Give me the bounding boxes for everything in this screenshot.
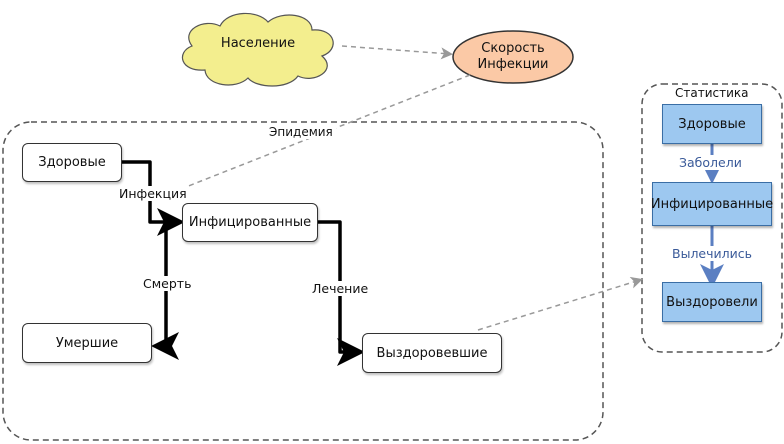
epidemic-title: Эпидемия <box>266 125 336 139</box>
epidemic-group <box>2 121 604 441</box>
recovered-node[interactable]: Выздоровевшие <box>362 333 502 373</box>
stats-infected-node[interactable]: Инфицированные <box>651 182 773 226</box>
infected-node[interactable]: Инфицированные <box>182 203 318 242</box>
recovered-edge-label: Вылечились <box>670 246 754 261</box>
death-flow <box>151 224 179 360</box>
statistics-group <box>641 83 783 353</box>
population-label: Население <box>220 36 296 51</box>
population-cloud <box>181 12 334 87</box>
sick-edge-label: Заболели <box>677 155 744 170</box>
infection-rate-ellipse <box>452 30 574 84</box>
population-to-rate-link <box>341 45 453 60</box>
stats-healthy-node[interactable]: Здоровые <box>662 104 762 144</box>
rate-to-infection-link <box>155 74 471 201</box>
death-edge-label: Смерть <box>141 276 194 291</box>
healthy-node[interactable]: Здоровые <box>22 143 122 182</box>
recovered-to-stats-link <box>477 276 643 331</box>
statistics-title: Статистика <box>672 86 752 100</box>
infection-edge-label: Инфекция <box>117 186 189 201</box>
treatment-edge-label: Лечение <box>310 281 371 296</box>
dead-node[interactable]: Умершие <box>22 323 152 363</box>
infection-rate-label: Скорость Инфекции <box>477 41 549 72</box>
stats-recovered-node[interactable]: Выздоровели <box>662 282 762 322</box>
